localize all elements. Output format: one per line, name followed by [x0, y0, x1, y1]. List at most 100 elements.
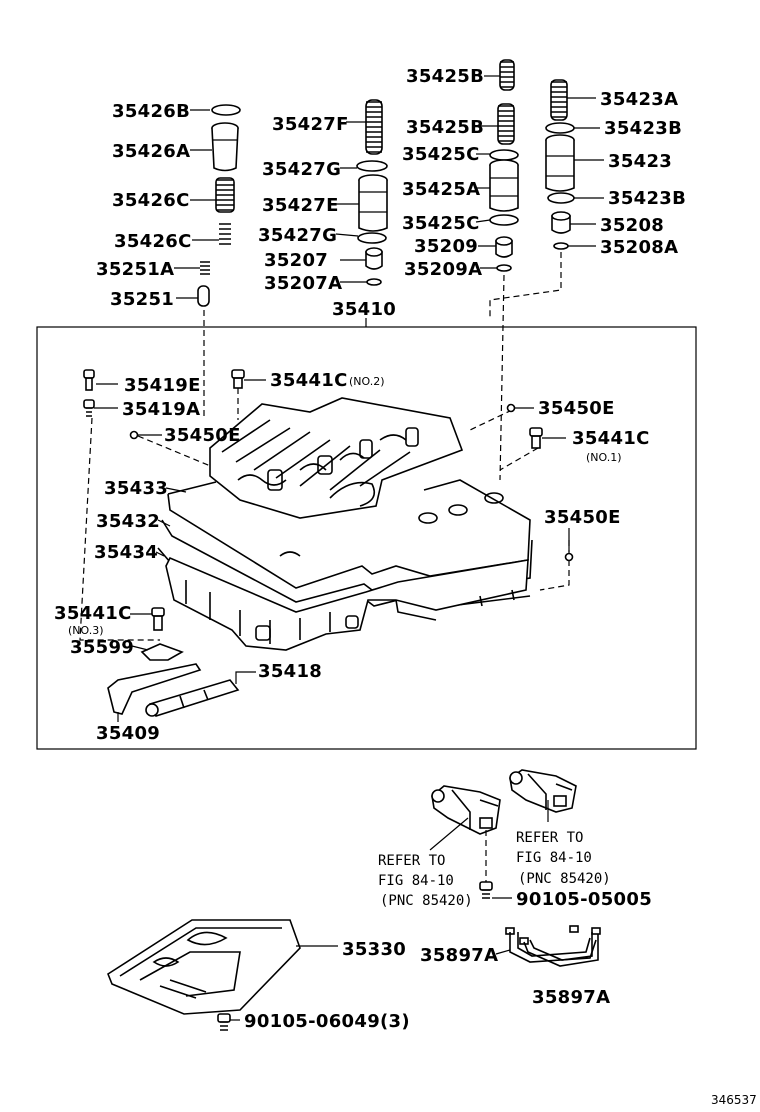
leader-refer-left [429, 817, 469, 851]
check-ball-35450E-c [564, 552, 574, 562]
label-35419A: 35419A [122, 399, 200, 420]
label-35433: 35433 [104, 478, 168, 499]
part-35426C-spring-upper [215, 177, 235, 213]
part-35423A-spring [550, 79, 568, 121]
part-35425C-ring-lower [489, 214, 519, 226]
part-35425A-valve [489, 159, 519, 212]
bolt-90105-05005 [479, 881, 493, 899]
label-35423A: 35423A [600, 89, 678, 110]
label-35897A-b: 35897A [532, 987, 610, 1008]
dash-35209-to-body [499, 274, 505, 481]
leader-35427G-lower [335, 233, 359, 237]
dash-35450E-lower [539, 540, 570, 591]
label-35434: 35434 [94, 542, 158, 563]
label-35599: 35599 [70, 637, 134, 658]
leader-35425C-lower [475, 219, 491, 223]
strainer-35330 [107, 919, 301, 1015]
label-35425C-upper: 35425C [402, 144, 480, 165]
label-35426C-lower: 35426C [114, 231, 192, 252]
note-refer-left-line3: (PNC 85420) [380, 893, 473, 909]
part-35209-plug [495, 236, 513, 258]
check-ball-35450E-a [129, 430, 139, 440]
label-35423B-upper: 35423B [604, 118, 682, 139]
leader-35434 [155, 551, 165, 557]
part-35251A-small-spring [200, 261, 210, 275]
bolt-90105-06049 [217, 1013, 231, 1031]
label-35425B-top: 35425B [406, 66, 484, 87]
part-35425C-ring-upper [489, 149, 519, 161]
label-35425A: 35425A [402, 179, 480, 200]
label-35427G-lower: 35427G [258, 225, 337, 246]
label-35251A: 35251A [96, 259, 174, 280]
leader-35897A-a [495, 949, 511, 955]
upper-valve-body [209, 397, 464, 519]
label-35207A: 35207A [264, 273, 342, 294]
label-35425B: 35425B [406, 117, 484, 138]
bolt-35441C-no1 [529, 427, 543, 449]
label-35427E: 35427E [262, 195, 339, 216]
note-refer-right-line3: (PNC 85420) [518, 871, 611, 887]
pipe-35897A [505, 925, 601, 967]
leader-35433 [165, 487, 187, 493]
lever-35409 [107, 663, 202, 715]
label-35426C-upper: 35426C [112, 190, 190, 211]
part-35427G-ring-lower [357, 232, 387, 244]
label-35410: 35410 [332, 299, 396, 320]
lower-valve-body [165, 556, 529, 651]
note-refer-left-line2: FIG 84-10 [378, 873, 454, 889]
rod-35418 [145, 679, 240, 717]
plate-35433 [167, 479, 531, 589]
note-refer-right-line1: REFER TO [516, 830, 583, 846]
part-35427F-spring [365, 99, 383, 155]
solenoid-right [509, 769, 577, 813]
dash-35419A-to-body [79, 417, 160, 641]
label-35426B: 35426B [112, 101, 190, 122]
label-35432: 35432 [96, 511, 160, 532]
label-35419E: 35419E [124, 375, 201, 396]
part-35425B-spring [497, 103, 515, 145]
part-35207-plug [365, 247, 383, 270]
part-35208-plug [551, 211, 571, 234]
solenoid-left [431, 785, 501, 835]
label-35427F: 35427F [272, 114, 349, 135]
label-35409: 35409 [96, 723, 160, 744]
part-35427G-ring-upper [356, 160, 388, 172]
plate-35599 [140, 643, 184, 661]
label-35418: 35418 [258, 661, 322, 682]
dash-35441C-no1 [499, 447, 539, 471]
leader-35432 [157, 519, 171, 527]
part-35423B-ring-upper [545, 122, 575, 134]
note-refer-left-line1: REFER TO [378, 853, 445, 869]
bolt-35419A [83, 399, 95, 417]
label-35330: 35330 [342, 939, 406, 960]
part-35209A-ring [496, 264, 512, 272]
label-35209A: 35209A [404, 259, 482, 280]
bolt-35441C-no3 [151, 607, 165, 631]
label-35251: 35251 [110, 289, 174, 310]
sublabel-no2: (NO.2) [349, 375, 385, 388]
check-ball-35450E-b [506, 403, 516, 413]
leader-35599 [131, 645, 149, 651]
part-35426C-spring-lower [219, 223, 231, 245]
part-35251-pin [197, 285, 210, 307]
part-35207A-ring [366, 278, 382, 286]
label-35209: 35209 [414, 236, 478, 257]
dash-35450E-left [137, 435, 221, 471]
bolt-35441C-no2 [231, 369, 245, 389]
label-35441C-no3: 35441C [54, 603, 132, 624]
leader-35418 [235, 671, 256, 684]
label-35450E-b: 35450E [538, 398, 615, 419]
label-35450E-c: 35450E [544, 507, 621, 528]
label-35425C-lower: 35425C [402, 213, 480, 234]
part-35426A-sleeve [211, 122, 239, 172]
label-35441C-no1: 35441C [572, 428, 650, 449]
label-35427G-upper: 35427G [262, 159, 341, 180]
part-35427E-valve [358, 174, 388, 232]
dash-35450E-right [469, 409, 513, 431]
label-35423: 35423 [608, 151, 672, 172]
label-35208: 35208 [600, 215, 664, 236]
label-90105-06049: 90105-06049(3) [244, 1011, 410, 1032]
label-35450E-a: 35450E [164, 425, 241, 446]
part-35425B-spring-top [499, 59, 515, 91]
